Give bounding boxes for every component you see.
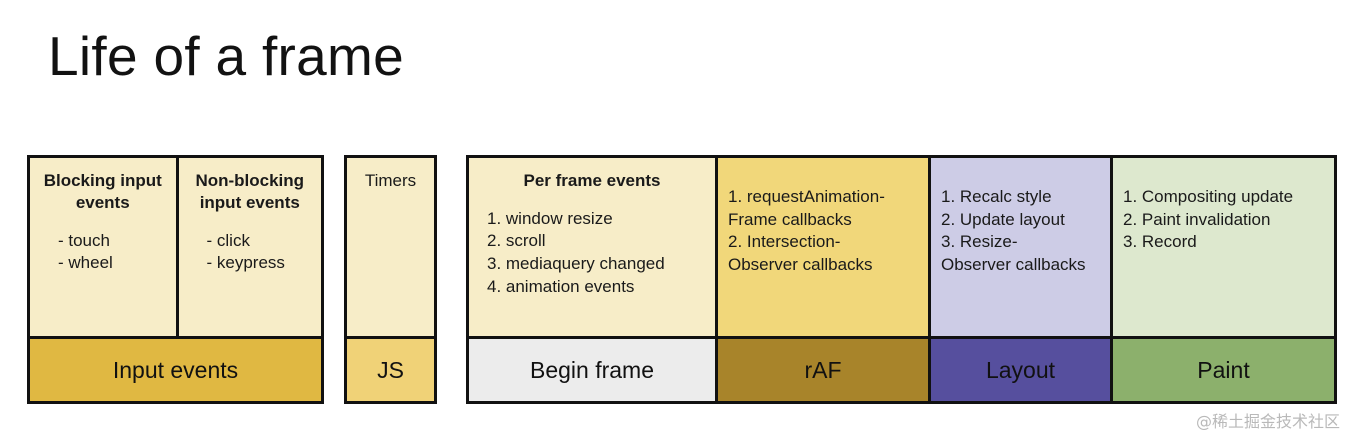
bar-paint-label: Paint xyxy=(1197,356,1250,383)
panel-per-frame-events-list: 1. window resize 2. scroll 3. mediaquery… xyxy=(487,208,665,296)
frame-pipeline-panels: Per frame events 1. window resize 2. scr… xyxy=(469,158,1334,336)
bar-raf[interactable]: rAF xyxy=(715,339,928,401)
input-events-group: Blocking input events - touch - wheel No… xyxy=(27,155,324,404)
timers-group: Timers JS xyxy=(344,155,437,404)
panel-non-blocking-input-events[interactable]: Non-blocking input events - click - keyp… xyxy=(175,158,321,336)
input-events-panels: Blocking input events - touch - wheel No… xyxy=(30,158,321,336)
input-events-bar-row: Input events xyxy=(30,336,321,401)
panel-per-frame-events-title: Per frame events xyxy=(523,171,661,190)
panel-layout-steps[interactable]: 1. Recalc style 2. Update layout 3. Resi… xyxy=(928,158,1110,336)
frame-pipeline-bar-row: Begin frame rAF Layout Paint xyxy=(469,336,1334,401)
panel-timers-title: Timers xyxy=(364,171,417,190)
panel-blocking-input-events[interactable]: Blocking input events - touch - wheel xyxy=(30,158,176,336)
bar-js[interactable]: JS xyxy=(347,339,434,401)
timers-bar-row: JS xyxy=(347,336,434,401)
bar-begin-frame[interactable]: Begin frame xyxy=(469,339,715,401)
panel-non-blocking-input-events-list: - click - keypress xyxy=(206,230,285,273)
page-title: Life of a frame xyxy=(48,25,405,87)
watermark: @稀土掘金技术社区 xyxy=(1195,412,1340,431)
bar-js-label: JS xyxy=(377,356,404,383)
panel-paint-steps-list: 1. Compositing update 2. Paint invalidat… xyxy=(1123,187,1294,252)
panel-per-frame-events[interactable]: Per frame events 1. window resize 2. scr… xyxy=(469,158,715,336)
bar-layout-label: Layout xyxy=(985,356,1056,383)
frame-pipeline-group: Per frame events 1. window resize 2. scr… xyxy=(466,155,1337,404)
panel-raf-callbacks-list: 1. requestAnimation- Frame callbacks 2. … xyxy=(728,187,885,274)
bar-layout[interactable]: Layout xyxy=(928,339,1110,401)
panel-timers[interactable]: Timers xyxy=(347,158,434,336)
panel-layout-steps-list: 1. Recalc style 2. Update layout 3. Resi… xyxy=(941,187,1086,274)
timers-panels: Timers xyxy=(347,158,434,336)
bar-input-events-label: Input events xyxy=(112,356,239,383)
bar-begin-frame-label: Begin frame xyxy=(529,356,654,383)
bar-raf-label: rAF xyxy=(804,356,842,383)
bar-paint[interactable]: Paint xyxy=(1110,339,1334,401)
panel-non-blocking-input-events-title: Non-blocking input events xyxy=(195,171,305,212)
panel-blocking-input-events-list: - touch - wheel xyxy=(58,230,113,273)
panel-blocking-input-events-title: Blocking input events xyxy=(43,171,162,212)
bar-input-events[interactable]: Input events xyxy=(30,339,321,401)
panel-paint-steps[interactable]: 1. Compositing update 2. Paint invalidat… xyxy=(1110,158,1334,336)
panel-raf-callbacks[interactable]: 1. requestAnimation- Frame callbacks 2. … xyxy=(715,158,928,336)
